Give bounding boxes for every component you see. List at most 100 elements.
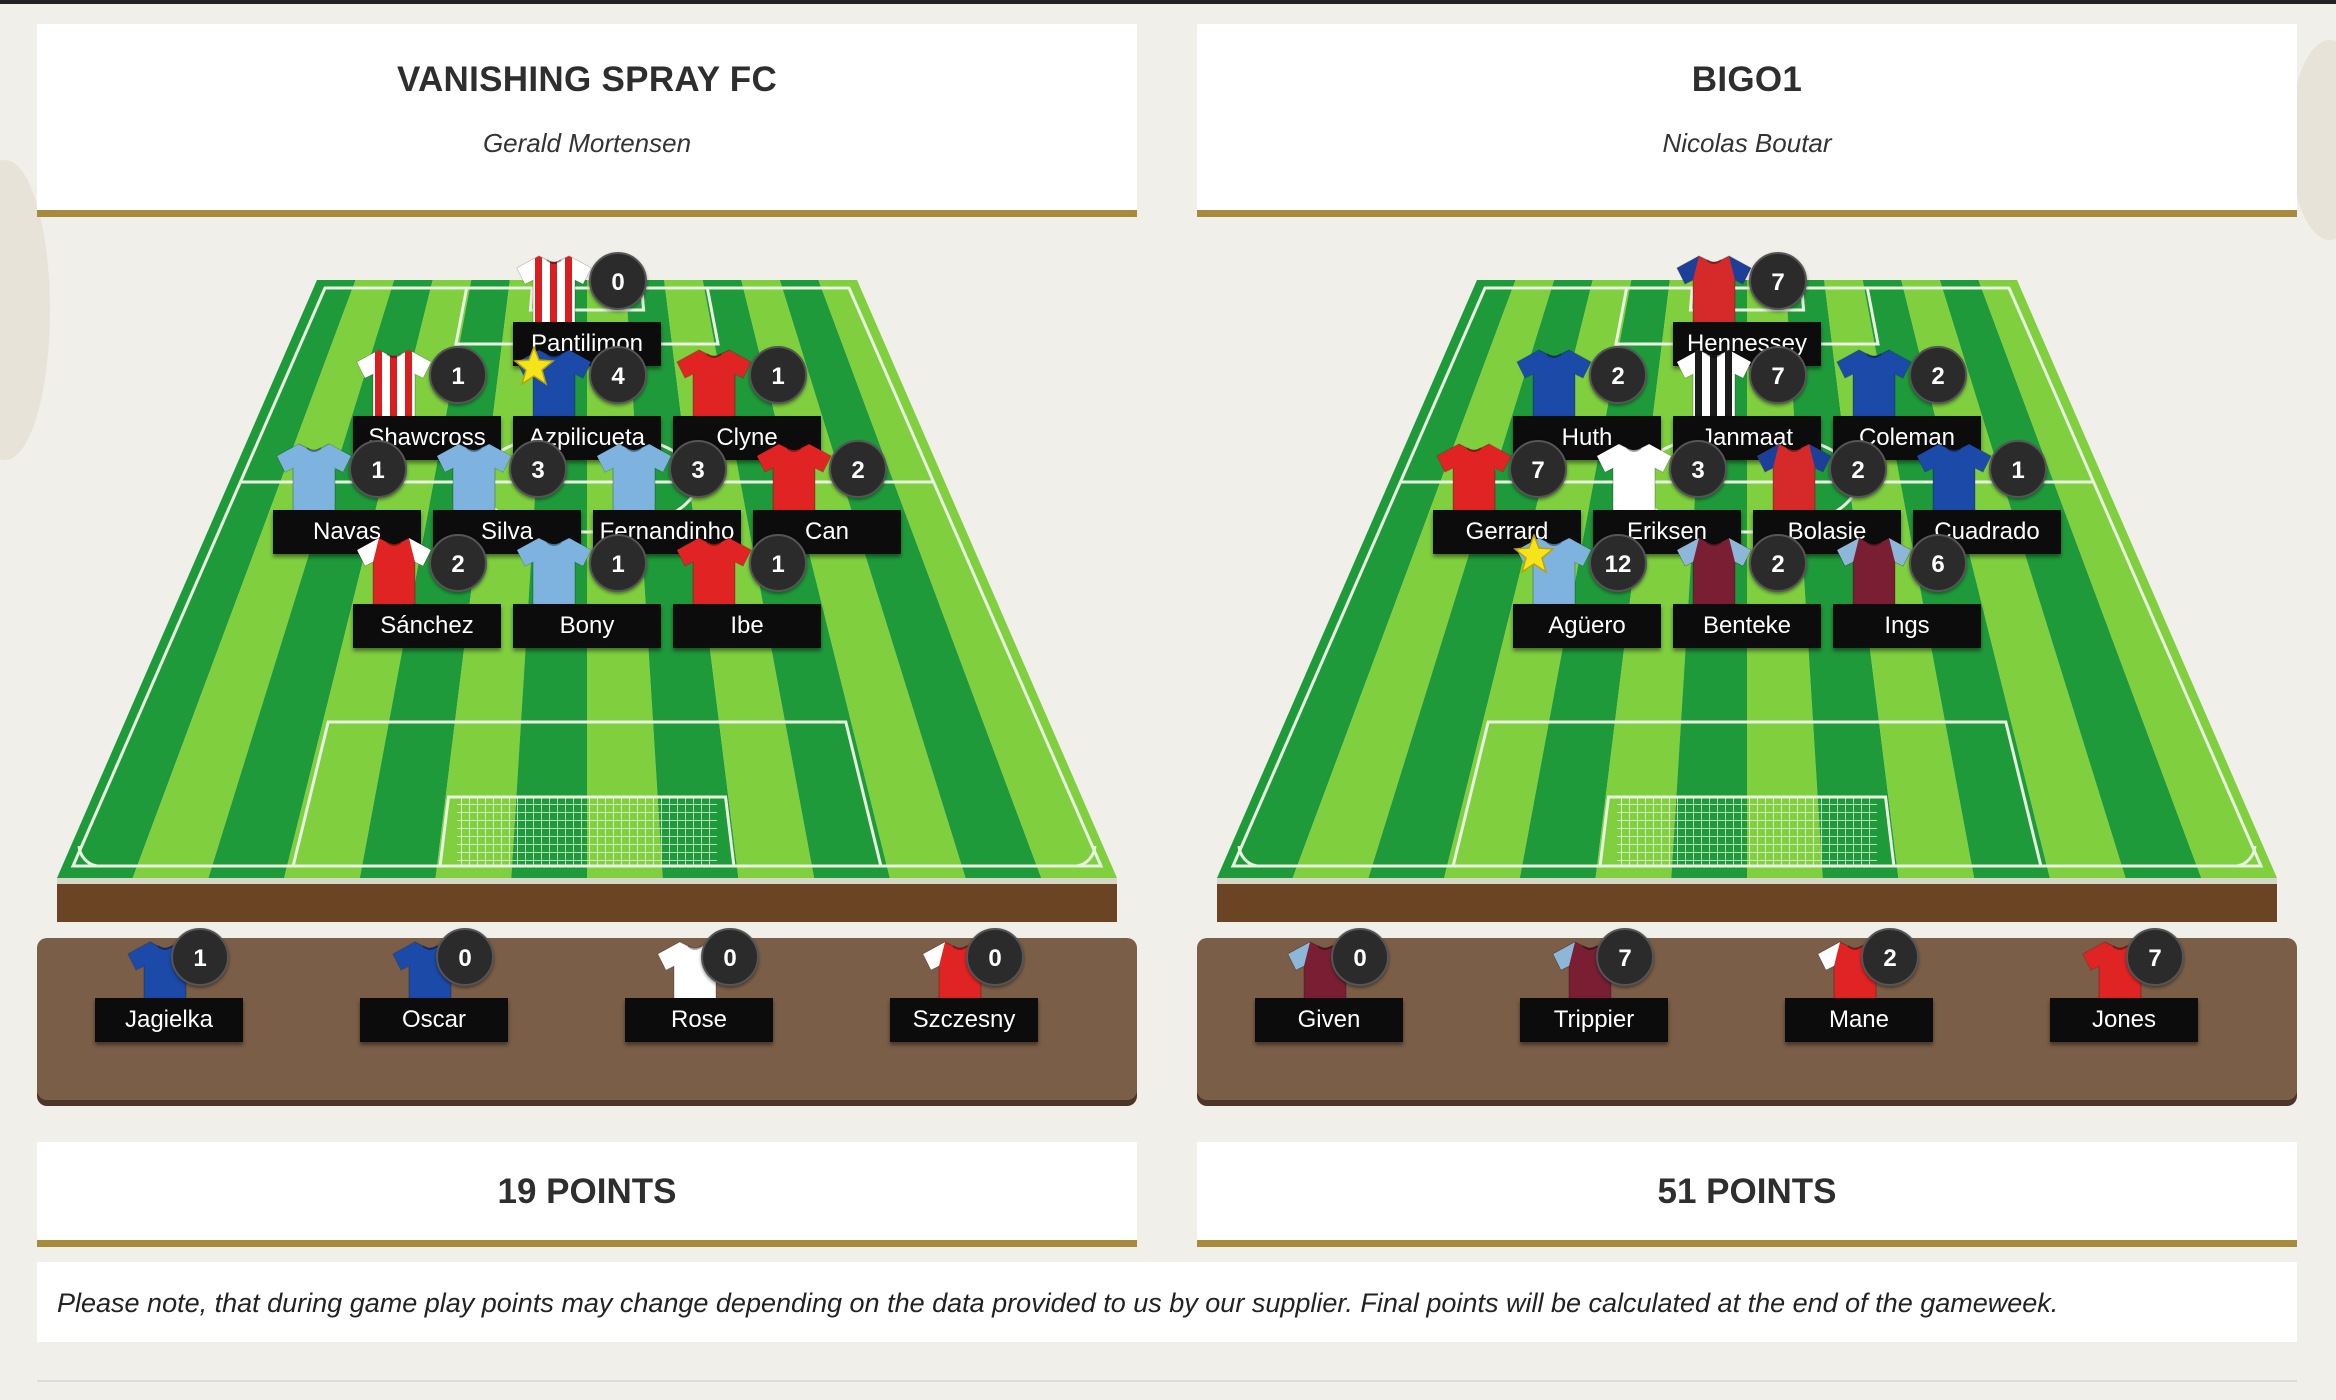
shirt-icon: [596, 443, 672, 513]
player-name: Agüero: [1513, 604, 1661, 648]
disclaimer-note: Please note, that during game play point…: [37, 1262, 2297, 1342]
player-points-badge: 7: [2126, 928, 2184, 986]
player-name: Rose: [625, 998, 773, 1042]
player-points-badge: 7: [1749, 252, 1807, 310]
player-name: Sánchez: [353, 604, 501, 648]
player-points-badge: 1: [171, 928, 229, 986]
player-name: Jones: [2050, 998, 2198, 1042]
shirt-icon: [356, 537, 432, 607]
shirt-icon: [356, 349, 432, 419]
manager-name: Nicolas Boutar: [1662, 128, 1832, 158]
player-points-badge: 7: [1509, 440, 1567, 498]
player-points-badge: 7: [1749, 346, 1807, 404]
player-points-badge: 1: [1989, 440, 2047, 498]
player-name: Oscar: [360, 998, 508, 1042]
shirt-icon: [1916, 443, 1992, 513]
shirt-icon: [1676, 349, 1752, 419]
points-box: 51 POINTS: [1197, 1142, 2297, 1247]
player-name: Trippier: [1520, 998, 1668, 1042]
player-points-badge: 2: [1861, 928, 1919, 986]
captain-star-icon: [1513, 534, 1555, 574]
player-points-badge: 6: [1909, 534, 1967, 592]
player-points-badge: 3: [669, 440, 727, 498]
player-points-badge: 3: [1669, 440, 1727, 498]
shirt-icon: [1516, 349, 1592, 419]
player-points-badge: 0: [1331, 928, 1389, 986]
team-name[interactable]: BIGO1: [1691, 60, 1803, 99]
shirt-icon: [516, 255, 592, 325]
team-name[interactable]: VANISHING SPRAY FC: [396, 60, 778, 99]
player-points-badge: 2: [1829, 440, 1887, 498]
shirt-icon: [756, 443, 832, 513]
player-name: Benteke: [1673, 604, 1821, 648]
player-points-badge: 1: [749, 534, 807, 592]
player-points-badge: 2: [1589, 346, 1647, 404]
points-box: 19 POINTS: [37, 1142, 1137, 1247]
player-name: Jagielka: [95, 998, 243, 1042]
player-points-badge: 0: [966, 928, 1024, 986]
player-points-badge: 2: [429, 534, 487, 592]
top-border: [0, 0, 2336, 4]
shirt-icon: [1676, 537, 1752, 607]
player-name: Szczesny: [890, 998, 1038, 1042]
shirt-icon: [1836, 349, 1912, 419]
player-name: Ings: [1833, 604, 1981, 648]
player-points-badge: 1: [349, 440, 407, 498]
player-points-badge: 3: [509, 440, 567, 498]
team-points: 19 POINTS: [497, 1172, 677, 1211]
team-header: BIGO1 Nicolas Boutar: [1197, 24, 2297, 217]
player-points-badge: 2: [829, 440, 887, 498]
bottom-divider: [37, 1380, 2297, 1382]
shirt-icon: [276, 443, 352, 513]
shirt-icon: [676, 349, 752, 419]
shirt-icon: [516, 537, 592, 607]
player-points-badge: 7: [1596, 928, 1654, 986]
player-name: Mane: [1785, 998, 1933, 1042]
player-name: Bony: [513, 604, 661, 648]
shirt-icon: [1596, 443, 1672, 513]
player-points-badge: 0: [589, 252, 647, 310]
player-points-badge: 0: [701, 928, 759, 986]
player-points-badge: 1: [749, 346, 807, 404]
team-header: VANISHING SPRAY FC Gerald Mortensen: [37, 24, 1137, 217]
player-points-badge: 12: [1589, 534, 1647, 592]
shirt-icon: [1836, 537, 1912, 607]
shirt-icon: [436, 443, 512, 513]
player-name: Ibe: [673, 604, 821, 648]
player-points-badge: 0: [436, 928, 494, 986]
manager-name: Gerald Mortensen: [482, 128, 692, 158]
player-points-badge: 1: [589, 534, 647, 592]
shirt-icon: [1676, 255, 1752, 325]
player-points-badge: 2: [1909, 346, 1967, 404]
team-points: 51 POINTS: [1657, 1172, 1837, 1211]
player-points-badge: 2: [1749, 534, 1807, 592]
